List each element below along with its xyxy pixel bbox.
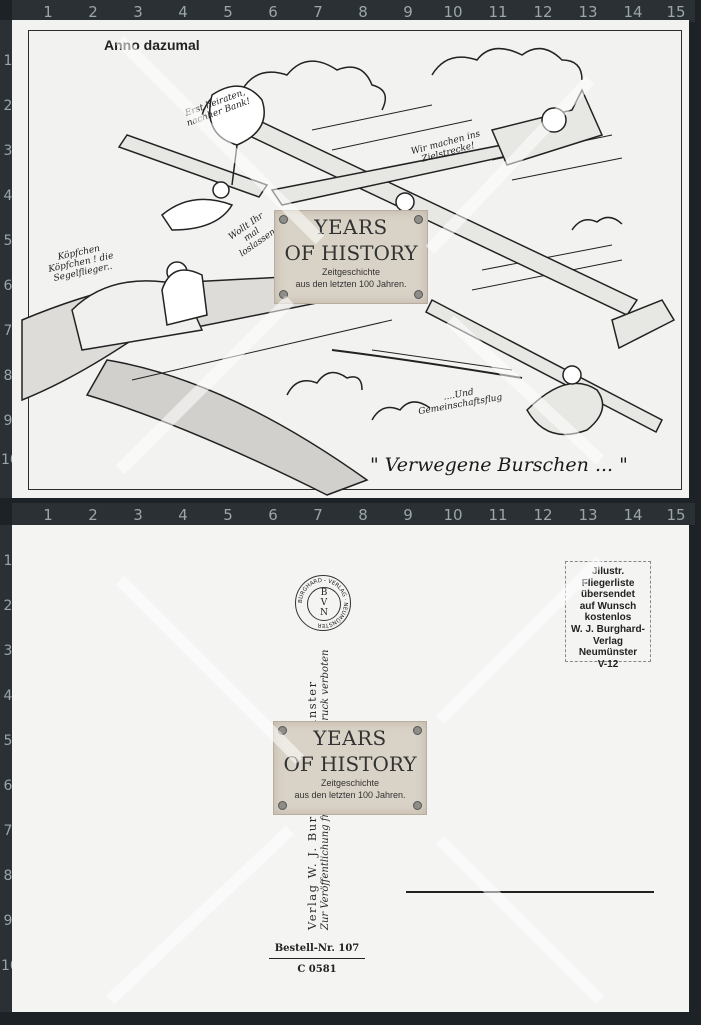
watermark-line-1: YEARS [314, 215, 388, 239]
ruler-number: 6 [268, 506, 278, 524]
ruler-number: 10 [443, 506, 463, 524]
pin-icon [413, 801, 422, 810]
ruler-number: 2 [88, 3, 98, 21]
order-number: Bestell-Nr. 107 [274, 943, 360, 954]
postcard-back: BURGHARD - VERLAG · NEUMÜNSTER B V N Ver… [12, 525, 689, 1012]
top-ruler-back: 1 2 3 4 5 6 7 8 9 10 11 12 13 14 15 [12, 503, 695, 525]
ruler-number: 14 [623, 3, 643, 21]
ruler-number: 12 [533, 506, 553, 524]
seal-letter: N [320, 608, 328, 618]
ruler-number: 2 [3, 598, 13, 614]
watermark-line-4: aus den letzten 100 Jahren. [295, 279, 407, 289]
infobox-line: V-12 [597, 658, 619, 670]
ruler-number: 7 [313, 3, 323, 21]
ruler-number: 3 [3, 643, 13, 659]
pin-icon [414, 290, 423, 299]
card-caption: " Verwegene Burschen ... " [370, 454, 628, 476]
ruler-number: 14 [623, 506, 643, 524]
infobox-line: Verlag [592, 635, 624, 647]
watermark-line-4: aus den letzten 100 Jahren. [294, 790, 406, 800]
infobox-line: Neumünster [578, 647, 638, 659]
pin-icon [413, 726, 422, 735]
pin-icon [279, 215, 288, 224]
illustration-frame [28, 30, 682, 490]
pin-icon [278, 801, 287, 810]
ruler-number: 11 [488, 506, 508, 524]
pin-icon [279, 290, 288, 299]
ruler-number: 3 [133, 3, 143, 21]
ruler-number: 1 [3, 53, 13, 69]
ruler-number: 4 [178, 3, 188, 21]
infobox-line: auf Wunsch [579, 600, 637, 612]
watermark-line-3: Zeitgeschichte [320, 778, 380, 788]
ruler-number: 8 [3, 868, 13, 884]
ruler-number: 7 [313, 506, 323, 524]
ruler-number: 6 [3, 278, 13, 294]
ruler-number: 5 [3, 233, 13, 249]
ruler-number: 8 [3, 368, 13, 384]
seal-letter: B [320, 588, 328, 598]
ruler-number: 3 [133, 506, 143, 524]
ruler-number: 13 [578, 3, 598, 21]
ruler-number: 6 [3, 778, 13, 794]
watermark-line-2: OF HISTORY [283, 752, 417, 776]
infobox-line: kostenlos [584, 612, 632, 624]
ruler-number: 6 [268, 3, 278, 21]
watermark-stamp-back: YEARS OF HISTORY Zeitgeschichte aus den … [273, 721, 427, 815]
card-header-text: Anno dazumal [104, 37, 200, 53]
infobox-line: Jllustr. [591, 566, 625, 577]
ruler-number: 9 [403, 506, 413, 524]
ruler-number: 7 [3, 823, 13, 839]
address-line [406, 891, 654, 893]
ruler-number: 1 [43, 3, 53, 21]
seal-letter: V [320, 598, 328, 608]
pin-icon [414, 215, 423, 224]
ruler-number: 2 [88, 506, 98, 524]
ruler-number: 4 [178, 506, 188, 524]
ruler-number: 15 [666, 3, 686, 21]
ruler-number: 12 [533, 3, 553, 21]
ruler-number: 5 [3, 733, 13, 749]
ruler-number: 2 [3, 98, 13, 114]
infobox-line: Fliegerliste [581, 577, 635, 589]
watermark-line-2: OF HISTORY [284, 241, 418, 265]
seal-center: B V N [307, 587, 341, 621]
publisher-seal-icon: BURGHARD - VERLAG · NEUMÜNSTER B V N [295, 575, 351, 631]
ruler-number: 10 [443, 3, 463, 21]
pin-icon [278, 726, 287, 735]
ruler-number: 4 [3, 688, 13, 704]
ruler-number: 3 [3, 143, 13, 159]
ruler-number: 5 [223, 506, 233, 524]
order-divider [269, 958, 365, 959]
ruler-number: 15 [666, 506, 686, 524]
infobox-line: W. J. Burghard- [571, 623, 645, 635]
ruler-number: 7 [3, 323, 13, 339]
ruler-number: 8 [358, 506, 368, 524]
ruler-number: 1 [3, 553, 13, 569]
card-code: C 0581 [297, 964, 337, 975]
flyer-list-infobox: Jllustr. Fliegerliste übersendet auf Wun… [565, 561, 651, 670]
watermark-line-3: Zeitgeschichte [321, 267, 381, 277]
ruler-number: 13 [578, 506, 598, 524]
ruler-number: 5 [223, 3, 233, 21]
ruler-number: 11 [488, 3, 508, 21]
ruler-number: 9 [403, 3, 413, 21]
infobox-line: übersendet [581, 589, 635, 601]
top-ruler-front: 1 2 3 4 5 6 7 8 9 10 11 12 13 14 15 [12, 0, 695, 22]
postcard-front: Anno dazumal Erst heiraten, nachher Bank… [12, 20, 689, 498]
watermark-line-1: YEARS [313, 726, 387, 750]
ruler-number: 1 [43, 506, 53, 524]
ruler-number: 9 [3, 913, 13, 929]
ruler-number: 4 [3, 188, 13, 204]
ruler-number: 8 [358, 3, 368, 21]
watermark-stamp-front: YEARS OF HISTORY Zeitgeschichte aus den … [274, 210, 428, 304]
ruler-number: 9 [3, 413, 13, 429]
side-ruler-back: 1 2 3 4 5 6 7 8 9 10 [0, 525, 19, 1012]
